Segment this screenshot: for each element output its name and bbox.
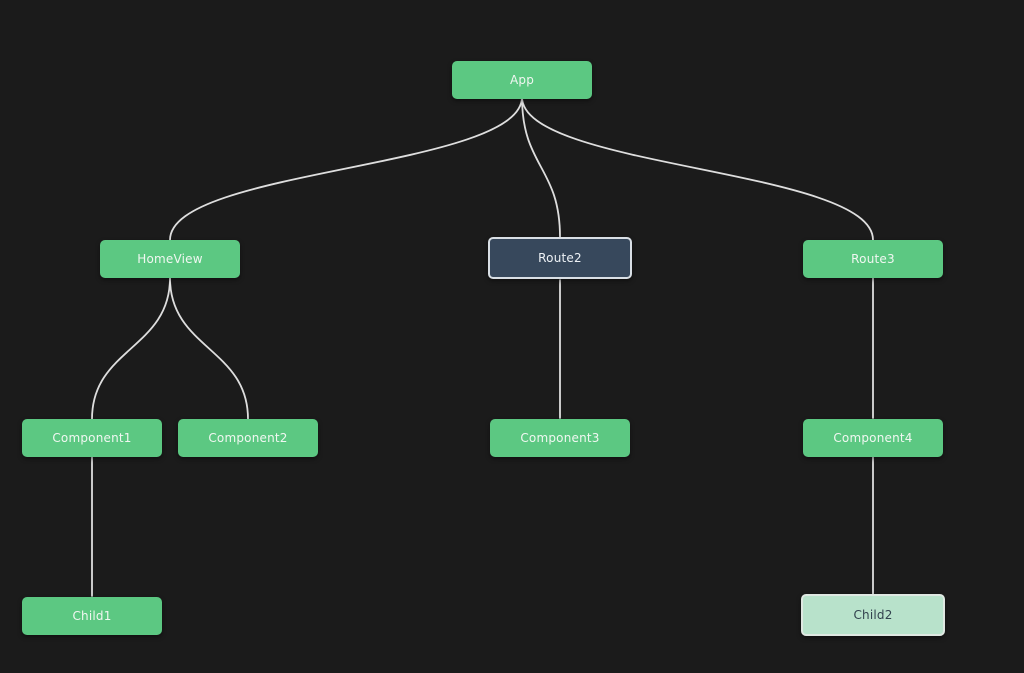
edge-app-route3 <box>521 96 874 241</box>
node-child2-label: Child2 <box>853 608 893 622</box>
node-homeview[interactable]: HomeView <box>100 240 240 278</box>
edge-homeview-component2 <box>169 277 249 420</box>
node-route3[interactable]: Route3 <box>803 240 943 278</box>
node-component1[interactable]: Component1 <box>22 419 162 457</box>
node-component3[interactable]: Component3 <box>490 419 630 457</box>
node-component1-label: Component1 <box>52 431 132 445</box>
node-route2[interactable]: Route2 <box>488 237 632 279</box>
edge-homeview-component1 <box>91 277 171 420</box>
node-component4[interactable]: Component4 <box>803 419 943 457</box>
node-component2[interactable]: Component2 <box>178 419 318 457</box>
node-route3-label: Route3 <box>851 252 895 266</box>
node-child1[interactable]: Child1 <box>22 597 162 635</box>
node-component2-label: Component2 <box>208 431 288 445</box>
node-app-label: App <box>509 73 535 87</box>
edge-app-homeview <box>169 96 523 241</box>
node-component4-label: Component4 <box>833 431 913 445</box>
node-homeview-label: HomeView <box>137 252 203 266</box>
node-child1-label: Child1 <box>72 609 112 623</box>
edge-app-route2 <box>521 96 561 238</box>
node-app[interactable]: App <box>452 61 592 99</box>
node-component3-label: Component3 <box>520 431 600 445</box>
node-child2[interactable]: Child2 <box>801 594 945 636</box>
node-route2-label: Route2 <box>538 251 582 265</box>
